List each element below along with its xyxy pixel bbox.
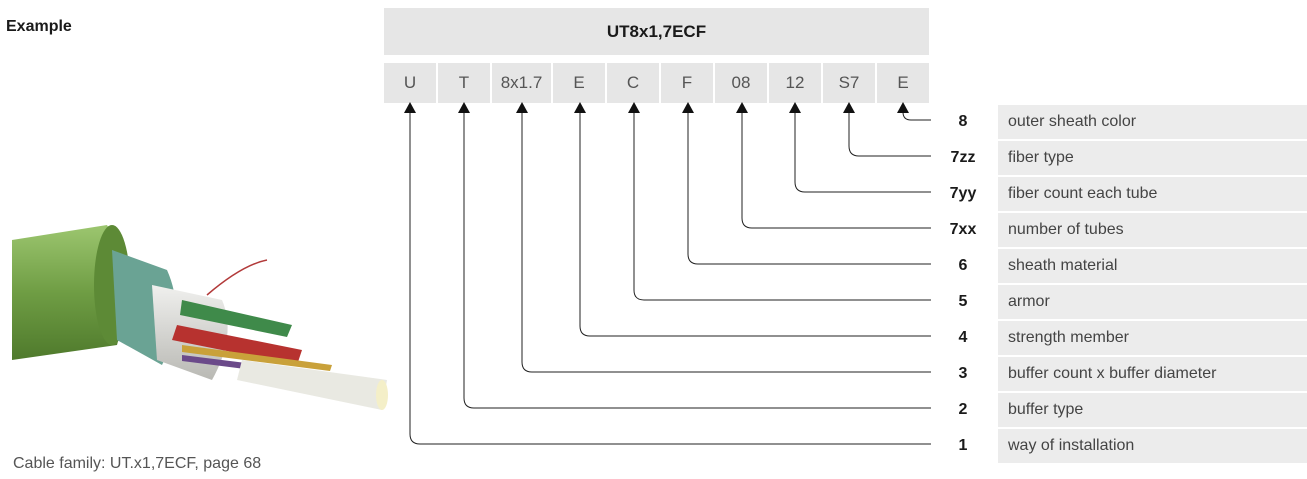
segment-fibers: 12: [769, 63, 821, 103]
segment-f: F: [661, 63, 713, 103]
legend-row: 7yy fiber count each tube: [931, 177, 1307, 211]
legend-num: 4: [958, 329, 968, 346]
segment-tubes: 08: [715, 63, 767, 103]
legend-num: 1: [958, 437, 968, 454]
product-code-title: UT8x1,7ECF: [384, 8, 929, 55]
segment-e: E: [553, 63, 605, 103]
legend-num: 2: [958, 401, 968, 418]
legend-text: buffer type: [998, 393, 1307, 427]
legend-row: 2 buffer type: [931, 393, 1307, 427]
segment-color: E: [877, 63, 929, 103]
legend-num: 5: [958, 293, 968, 310]
legend-num: 6: [958, 257, 968, 274]
fiber-cable-illustration: [12, 225, 388, 410]
legend-text: armor: [998, 285, 1307, 319]
legend-num: 7zz: [950, 149, 976, 166]
legend-text: sheath material: [998, 249, 1307, 283]
legend-row: 5 armor: [931, 285, 1307, 319]
legend-num: 7yy: [949, 185, 977, 202]
legend-row: 7xx number of tubes: [931, 213, 1307, 247]
legend-row: 6 sheath material: [931, 249, 1307, 283]
code-segments-row: U T 8x1.7 E C F 08 12 S7 E: [384, 58, 929, 103]
code-table: UT8x1,7ECF U T 8x1.7 E C F 08 12 S7 E: [384, 8, 929, 103]
segment-c: C: [607, 63, 659, 103]
cable-family-caption: Cable family: UT.x1,7ECF, page 68: [13, 455, 262, 472]
segment-fiber-type: S7: [823, 63, 875, 103]
segment-u: U: [384, 63, 436, 103]
legend-text: way of installation: [998, 429, 1307, 463]
segment-buffer: 8x1.7: [492, 63, 551, 103]
legend-text: fiber count each tube: [998, 177, 1307, 211]
legend-row: 4 strength member: [931, 321, 1307, 355]
legend-num: 8: [958, 113, 968, 130]
legend-text: strength member: [998, 321, 1307, 355]
segment-t: T: [438, 63, 490, 103]
legend-text: outer sheath color: [998, 105, 1307, 139]
legend-row: 1 way of installation: [931, 429, 1307, 463]
legend-text: buffer count x buffer diameter: [998, 357, 1307, 391]
legend-num: 3: [958, 365, 968, 382]
legend-text: fiber type: [998, 141, 1307, 175]
legend-row: 3 buffer count x buffer diameter: [931, 357, 1307, 391]
legend-num: 7xx: [949, 221, 977, 238]
legend-row: 8 outer sheath color: [931, 105, 1307, 139]
legend-text: number of tubes: [998, 213, 1307, 247]
example-label: Example: [6, 18, 72, 35]
legend-row: 7zz fiber type: [931, 141, 1307, 175]
